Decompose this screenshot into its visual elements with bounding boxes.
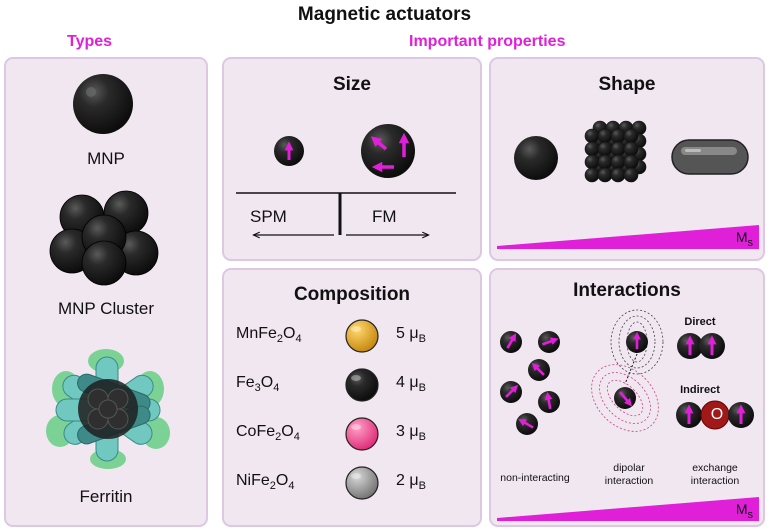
composition-particle	[345, 466, 379, 500]
non-interacting-label: non-interacting	[500, 472, 570, 484]
cube-cluster-shape	[584, 120, 647, 183]
composition-panel: Composition MnFe2O4 5 μB Fe3O4 4 μB CoFe2O4 3…	[222, 268, 482, 527]
interactions-ms-label: Ms	[735, 501, 753, 521]
composition-formula: Fe3O4	[236, 374, 280, 395]
shape-ms-label: Ms	[735, 229, 753, 249]
rod-shape	[671, 139, 749, 175]
interactions-ms-wedge	[497, 497, 759, 521]
composition-particle	[345, 368, 379, 402]
indirect-exchange-chain	[676, 400, 754, 430]
composition-row: Fe3O4 4 μB	[224, 365, 488, 405]
interactions-panel: Interactions Direct Indirect O non-inter	[489, 268, 765, 527]
spm-label: SPM	[250, 207, 287, 226]
shape-panel: Shape Ms	[489, 57, 765, 261]
properties-header: Important properties	[409, 33, 566, 50]
mnp-particle	[73, 74, 133, 134]
types-header: Types	[67, 33, 113, 50]
composition-particle	[345, 417, 379, 451]
direct-label: Direct	[684, 316, 716, 328]
ferritin-label: Ferritin	[79, 487, 133, 506]
fm-particle	[361, 124, 415, 178]
composition-title: Composition	[293, 284, 411, 305]
oxygen-label: O	[710, 406, 724, 423]
ferritin-structure	[46, 349, 170, 469]
size-panel: Size SPM FM	[222, 57, 482, 261]
composition-formula: MnFe2O4	[236, 325, 302, 346]
cluster-label: MNP Cluster	[57, 299, 155, 318]
composition-row: MnFe2O4 5 μB	[224, 316, 488, 356]
page-title: Magnetic actuators	[297, 4, 472, 25]
composition-formula: CoFe2O4	[236, 423, 300, 444]
size-title: Size	[332, 74, 372, 95]
composition-row: CoFe2O4 3 μB	[224, 414, 488, 454]
composition-moment: 3 μB	[396, 423, 426, 444]
dipolar-field-lines	[591, 309, 664, 432]
fm-label: FM	[372, 207, 397, 226]
composition-particle	[345, 319, 379, 353]
composition-formula: NiFe2O4	[236, 472, 295, 493]
interactions-title: Interactions	[573, 280, 681, 301]
direct-exchange-pair	[677, 333, 725, 359]
composition-moment: 2 μB	[396, 472, 426, 493]
composition-row: NiFe2O4 2 μB	[224, 463, 488, 503]
mnp-cluster	[49, 190, 159, 286]
ms-gradient-wedge	[497, 225, 759, 249]
non-interacting-particles	[500, 331, 560, 435]
sphere-shape	[514, 136, 558, 180]
types-panel: MNP MNP Cluster Ferriti	[4, 57, 208, 527]
spm-particle	[274, 136, 304, 166]
indirect-label: Indirect	[680, 384, 720, 396]
size-axis	[236, 192, 456, 241]
composition-moment: 4 μB	[396, 374, 426, 395]
shape-title: Shape	[598, 74, 656, 95]
composition-moment: 5 μB	[396, 325, 426, 346]
mnp-label: MNP	[87, 149, 125, 168]
